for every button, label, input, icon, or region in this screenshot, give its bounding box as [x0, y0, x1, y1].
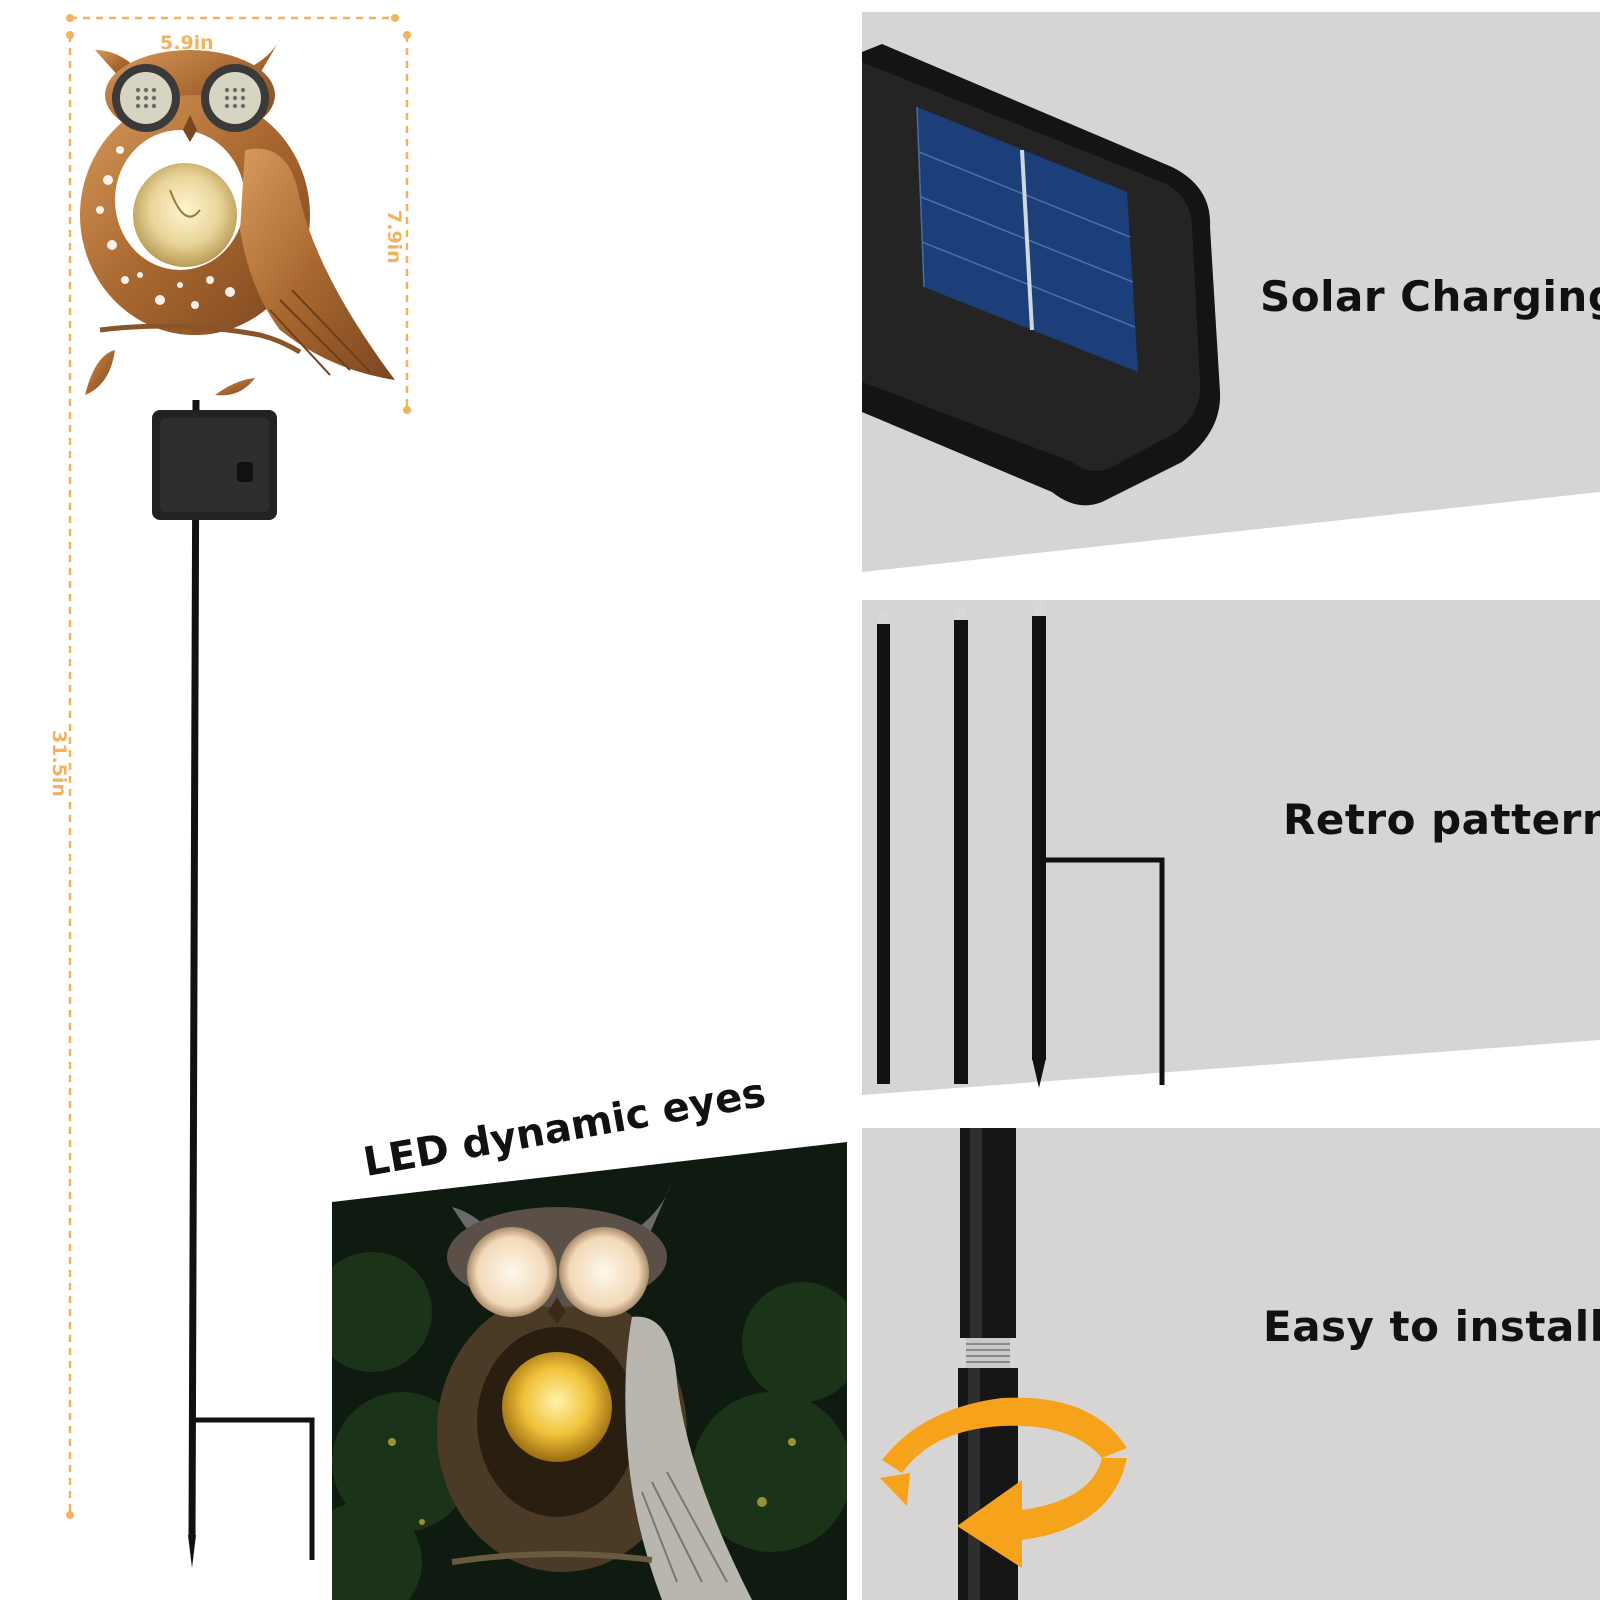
dimension-lines [68, 16, 409, 1515]
install-image [880, 1128, 1127, 1600]
owl-stake-product-image [66, 14, 411, 1568]
dimension-endpoints [66, 14, 411, 1519]
night-eye-right [559, 1227, 649, 1317]
solar-charging-label: Solar Charging [1260, 272, 1600, 321]
solar-panel-section [862, 12, 1600, 587]
night-owl-globe [502, 1352, 612, 1462]
retro-pattern-label: Retro pattern [1283, 795, 1600, 844]
dimension-owl-height-label: 7.9in [383, 210, 405, 264]
stake-parts-section [862, 600, 1600, 1120]
stake-foot [194, 1417, 315, 1560]
owl-figure [80, 36, 395, 396]
solar-panel-image [862, 44, 1600, 587]
easy-install-label: Easy to install [1263, 1302, 1600, 1351]
night-photo [332, 1142, 847, 1600]
dimension-width-label: 5.9in [160, 32, 214, 54]
main-stake [188, 399, 200, 1541]
night-eye-left [467, 1227, 557, 1317]
stake-parts-image [862, 602, 1600, 1120]
dimension-total-height-label: 31.5in [48, 730, 70, 797]
night-owl-image [332, 1142, 847, 1600]
rotate-arrow-icon [882, 1397, 1127, 1473]
install-section [862, 1128, 1600, 1600]
